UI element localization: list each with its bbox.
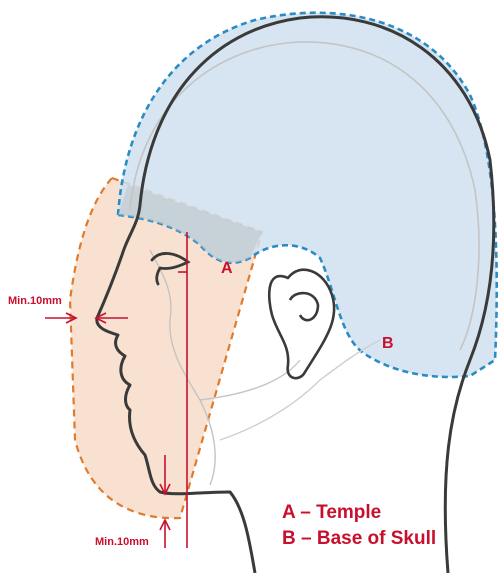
region-a-label: A [221, 260, 233, 277]
legend-item-base-of-skull: B – Base of Skull [282, 528, 436, 549]
neck-outline [230, 492, 255, 573]
ear-icon [269, 270, 334, 378]
jaw-outline [220, 340, 380, 440]
chin-measure-label: Min.10mm [95, 536, 149, 548]
region-b-label: B [382, 335, 394, 352]
legend-item-temple: A – Temple [282, 502, 381, 523]
front-measure-label: Min.10mm [8, 295, 62, 307]
